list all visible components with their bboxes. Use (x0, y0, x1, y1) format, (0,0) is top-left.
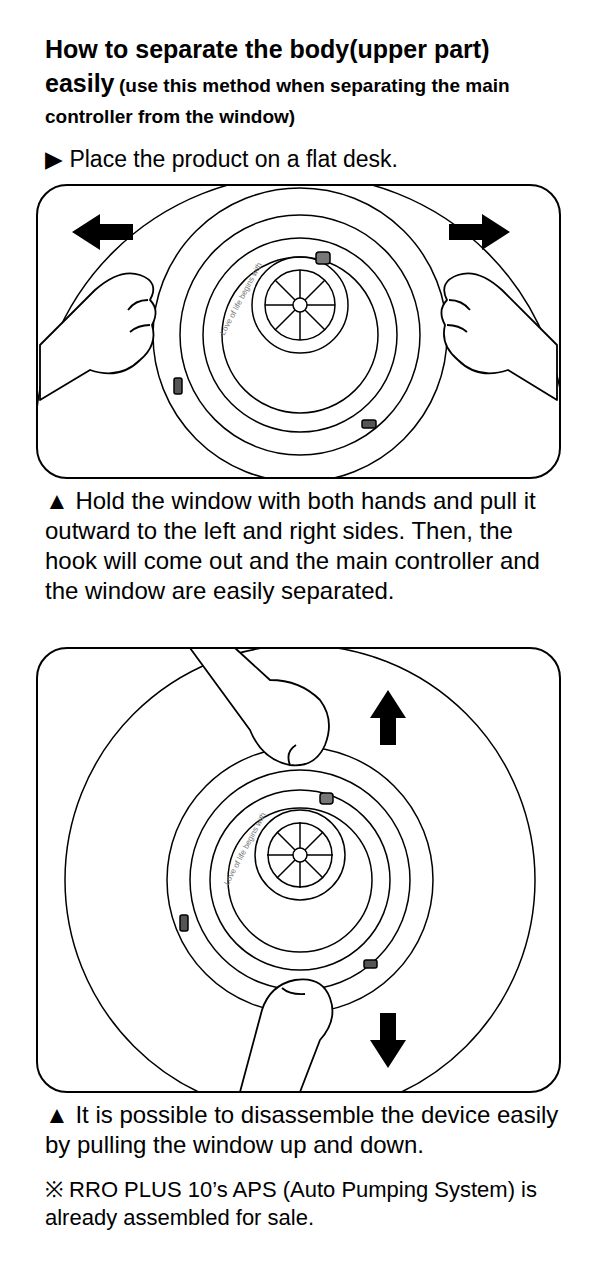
arrows (72, 214, 510, 250)
hands (190, 648, 332, 1092)
instruction: ▲ It is possible to disassemble the devi… (45, 1100, 565, 1160)
instruction: ▲ Hold the window with both hands and pu… (45, 486, 565, 606)
panel-frame (37, 185, 560, 478)
hands (40, 273, 557, 400)
arrows (370, 690, 406, 1068)
note: ※ RRO PLUS 10’s APS (Auto Pumping System… (45, 1176, 565, 1232)
heading: How to separate the body(upper part) eas… (45, 34, 565, 133)
subtitle: (use this method when separating the mai… (45, 75, 510, 127)
instruction: ▶ Place the product on a flat desk. (45, 144, 565, 174)
product-top-view (65, 648, 535, 1092)
product-top-view (37, 185, 560, 478)
